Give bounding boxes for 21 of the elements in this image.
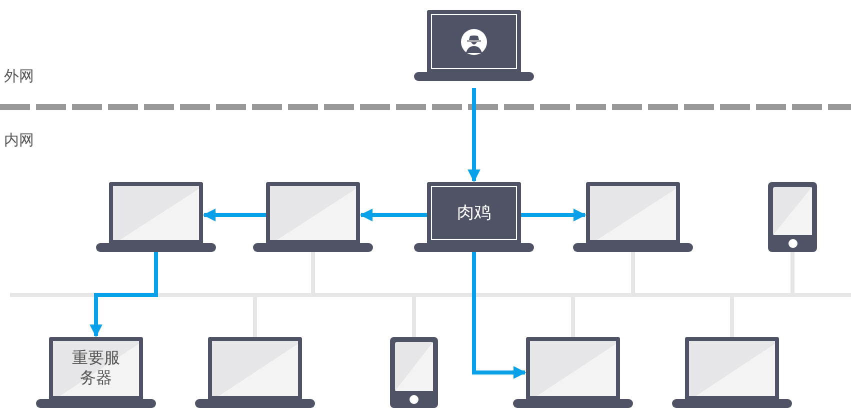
arrow: [90, 252, 158, 338]
laptop-screen: [427, 182, 521, 244]
device-label: 肉鸡: [457, 202, 491, 224]
tablet-icon: [390, 337, 438, 408]
laptop-icon: [685, 337, 779, 400]
device-label: 重要服务器: [71, 348, 121, 388]
arrow: [472, 252, 526, 379]
arrow: [202, 208, 266, 222]
laptop-icon: [266, 182, 360, 244]
laptop-screen: [49, 337, 143, 400]
laptop-icon: [109, 182, 203, 244]
tablet-icon: [768, 182, 817, 252]
arrow: [468, 88, 480, 182]
zone-label: 外网: [4, 67, 34, 87]
laptop-icon: [526, 337, 620, 400]
laptop-icon: [208, 337, 302, 400]
arrow: [521, 208, 586, 222]
arrow: [360, 208, 427, 222]
laptop-icon: [586, 182, 680, 244]
zone-label: 内网: [4, 131, 34, 151]
laptop-icon: [427, 10, 521, 73]
